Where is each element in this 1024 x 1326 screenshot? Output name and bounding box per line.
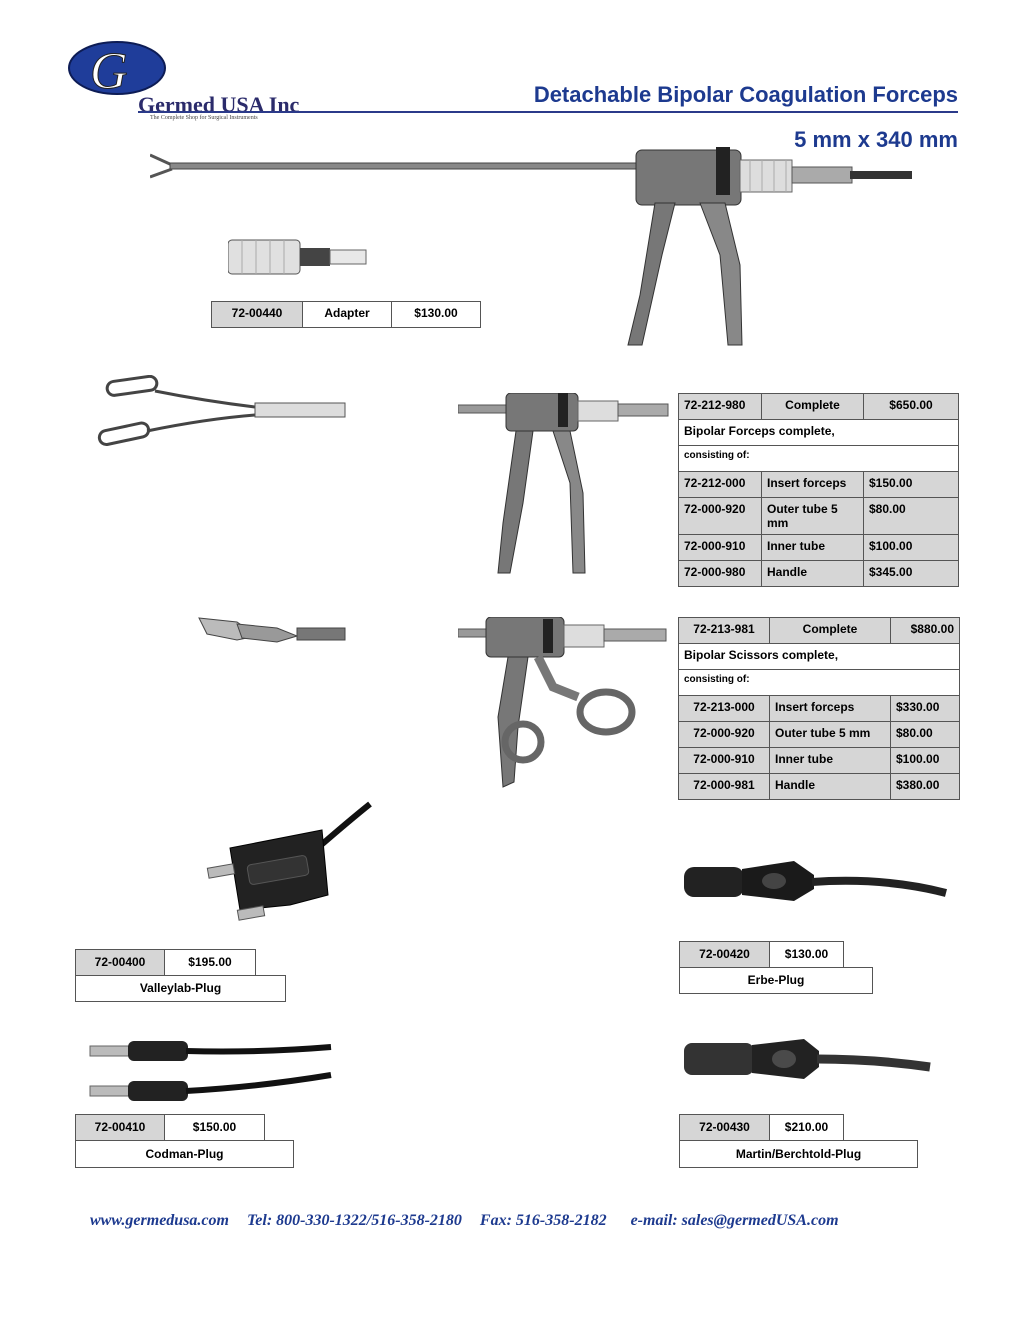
- table-row-price: $80.00: [890, 721, 960, 748]
- table-row-name: Outer tube 5 mm: [761, 497, 864, 535]
- adapter-code: 72-00440: [211, 301, 303, 328]
- table-row-price: $150.00: [863, 471, 959, 498]
- table-row-price: $100.00: [863, 534, 959, 561]
- martin-name: Martin/Berchtold-Plug: [679, 1140, 918, 1168]
- forceps-table: 72-212-980 Complete $650.00 Bipolar Forc…: [678, 393, 959, 587]
- svg-text:G: G: [90, 43, 128, 100]
- scissors-label: Complete: [769, 617, 891, 644]
- erbe-plug-image: [684, 861, 947, 901]
- table-row-price: $330.00: [890, 695, 960, 722]
- scissors-price: $880.00: [890, 617, 960, 644]
- forceps-tip-image: [97, 375, 346, 447]
- martin-code: 72-00430: [679, 1114, 770, 1141]
- forceps-handle-image: [458, 393, 669, 574]
- table-row-name: Handle: [761, 560, 864, 587]
- table-row-code: 72-212-000: [678, 471, 762, 498]
- table-row-name: Handle: [769, 773, 891, 800]
- table-row-code: 72-000-910: [678, 534, 762, 561]
- scissors-handle-image: [458, 617, 667, 788]
- adapter-name: Adapter: [302, 301, 392, 328]
- footer-contact: www.germedusa.com Tel: 800-330-1322/516-…: [90, 1212, 839, 1230]
- valleylab-code: 72-00400: [75, 949, 165, 976]
- valleylab-price: $195.00: [164, 949, 256, 976]
- table-row-price: $345.00: [863, 560, 959, 587]
- adapter-image: [228, 239, 367, 275]
- codman-name: Codman-Plug: [75, 1140, 294, 1168]
- forceps-price: $650.00: [863, 393, 959, 420]
- erbe-name: Erbe-Plug: [679, 967, 873, 994]
- page-title: Detachable Bipolar Coagulation Forceps: [533, 82, 958, 107]
- header-rule: [138, 111, 958, 113]
- scissors-consisting: consisting of:: [678, 669, 960, 696]
- footer-website-link[interactable]: www.germedusa.com: [90, 1212, 229, 1229]
- table-row-code: 72-000-910: [678, 747, 770, 774]
- codman-price: $150.00: [164, 1114, 265, 1141]
- table-row-code: 72-000-920: [678, 497, 762, 535]
- logo-tagline: The Complete Shop for Surgical Instrumen…: [150, 115, 258, 121]
- table-row-name: Outer tube 5 mm: [769, 721, 891, 748]
- valleylab-name: Valleylab-Plug: [75, 975, 286, 1002]
- footer-tel: Tel: 800-330-1322/516-358-2180: [246, 1212, 462, 1229]
- codman-plug-image: [89, 1041, 332, 1101]
- adapter-table: 72-00440 Adapter $130.00: [211, 301, 481, 328]
- forceps-code: 72-212-980: [678, 393, 762, 420]
- table-row-name: Inner tube: [761, 534, 864, 561]
- scissors-tip-image: [198, 617, 346, 643]
- codman-code: 72-00410: [75, 1114, 165, 1141]
- forceps-consisting: consisting of:: [678, 445, 959, 472]
- scissors-table: 72-213-981 Complete $880.00 Bipolar Scis…: [678, 617, 960, 800]
- table-row-name: Insert forceps: [761, 471, 864, 498]
- valleylab-plug-image: [206, 801, 372, 921]
- bipolar-forceps-instrument-image: [150, 147, 912, 346]
- table-row-price: $380.00: [890, 773, 960, 800]
- martin-price: $210.00: [769, 1114, 844, 1141]
- table-row-price: $100.00: [890, 747, 960, 774]
- scissors-code: 72-213-981: [678, 617, 770, 644]
- table-row-code: 72-000-981: [678, 773, 770, 800]
- erbe-price: $130.00: [769, 941, 844, 968]
- martin-plug-image: [684, 1039, 931, 1079]
- page-subtitle: 5 mm x 340 mm: [794, 127, 958, 152]
- table-row-code: 72-000-980: [678, 560, 762, 587]
- erbe-code: 72-00420: [679, 941, 770, 968]
- table-row-name: Insert forceps: [769, 695, 891, 722]
- forceps-description: Bipolar Forceps complete,: [678, 419, 959, 446]
- scissors-description: Bipolar Scissors complete,: [678, 643, 960, 670]
- table-row-name: Inner tube: [769, 747, 891, 774]
- table-row-price: $80.00: [863, 497, 959, 535]
- footer-fax: Fax: 516-358-2182: [479, 1212, 607, 1229]
- forceps-label: Complete: [761, 393, 864, 420]
- table-row-code: 72-000-920: [678, 721, 770, 748]
- footer-email-link[interactable]: e-mail: sales@germedUSA.com: [630, 1212, 839, 1229]
- adapter-price: $130.00: [391, 301, 481, 328]
- table-row-code: 72-213-000: [678, 695, 770, 722]
- germed-logo-icon: G: [68, 41, 166, 101]
